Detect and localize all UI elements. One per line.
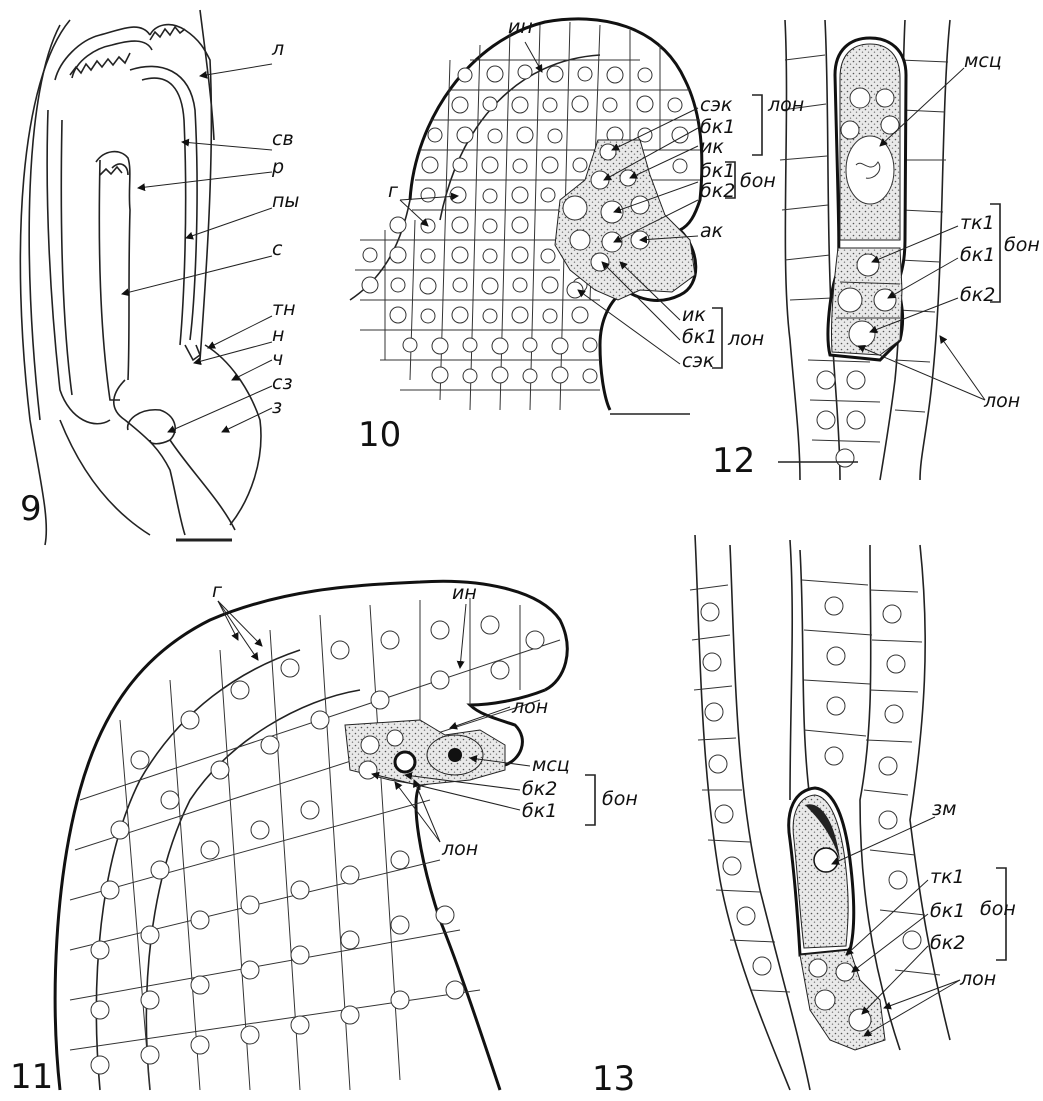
fig10-label-ин: ин: [508, 18, 533, 37]
fig12-label-бон: бон: [1004, 236, 1040, 255]
fig12-label-бк2: бк2: [960, 286, 995, 305]
fig13-number: 13: [592, 1062, 635, 1096]
fig10-label-ак: ак: [700, 222, 723, 241]
fig12-label-лон: лон: [984, 392, 1020, 411]
fig9-label-л: л: [272, 40, 284, 59]
fig9-label-з: з: [272, 398, 282, 417]
fig10-label-сэк-b: сэк: [682, 352, 714, 371]
fig13-label-зм: зм: [932, 800, 956, 819]
fig9-label-тн: тн: [272, 300, 296, 319]
fig10-label-бк1-c: бк1: [682, 328, 717, 347]
fig11-label-бк1: бк1: [522, 802, 557, 821]
fig10-number: 10: [358, 418, 401, 452]
fig12-number: 12: [712, 444, 755, 478]
fig9-label-св: св: [272, 130, 294, 149]
fig10-label-лон-2: лон: [728, 330, 764, 349]
fig13-label-бон: бон: [980, 900, 1016, 919]
fig9-number: 9: [20, 492, 42, 526]
fig11-label-мсц: мсц: [532, 756, 570, 775]
fig13-label-бк1: бк1: [930, 902, 965, 921]
fig10-label-лон-1: лон: [768, 96, 804, 115]
fig11-number: 11: [10, 1060, 53, 1094]
fig10-label-бк1-b: бк1: [700, 162, 735, 181]
fig13-label-тк1: тк1: [930, 868, 965, 887]
fig10-label-г: г: [388, 182, 398, 201]
fig11-label-ин: ин: [452, 584, 477, 603]
fig9-label-ч: ч: [272, 350, 283, 369]
fig9-drawing: [20, 10, 272, 545]
fig12-label-бк1: бк1: [960, 246, 995, 265]
fig12-label-мсц: мсц: [964, 52, 1002, 71]
fig9-label-пы: пы: [272, 192, 299, 211]
fig11-label-лон-2: лон: [442, 840, 478, 859]
fig9-label-н: н: [272, 326, 284, 345]
fig13-label-лон: лон: [960, 970, 996, 989]
fig9-label-р: р: [272, 158, 284, 177]
fig9-label-сз: сз: [272, 374, 293, 393]
fig10-label-ик-b: ик: [682, 306, 706, 325]
fig10-label-бк1-a: бк1: [700, 118, 735, 137]
fig9-label-с: с: [272, 240, 282, 259]
fig10-label-ик-a: ик: [700, 138, 724, 157]
fig11-label-лон-1: лон: [512, 698, 548, 717]
fig10-label-бон: бон: [740, 172, 776, 191]
fig13-label-бк2: бк2: [930, 934, 965, 953]
fig13-drawing: [690, 535, 1006, 1090]
fig11-drawing: [55, 581, 595, 1090]
fig11-label-бон: бон: [602, 790, 638, 809]
fig12-label-тк1: тк1: [960, 214, 995, 233]
fig10-label-сэк: сэк: [700, 96, 732, 115]
fig10-label-бк2: бк2: [700, 182, 735, 201]
fig11-label-бк2: бк2: [522, 780, 557, 799]
fig11-label-г: г: [212, 582, 222, 601]
